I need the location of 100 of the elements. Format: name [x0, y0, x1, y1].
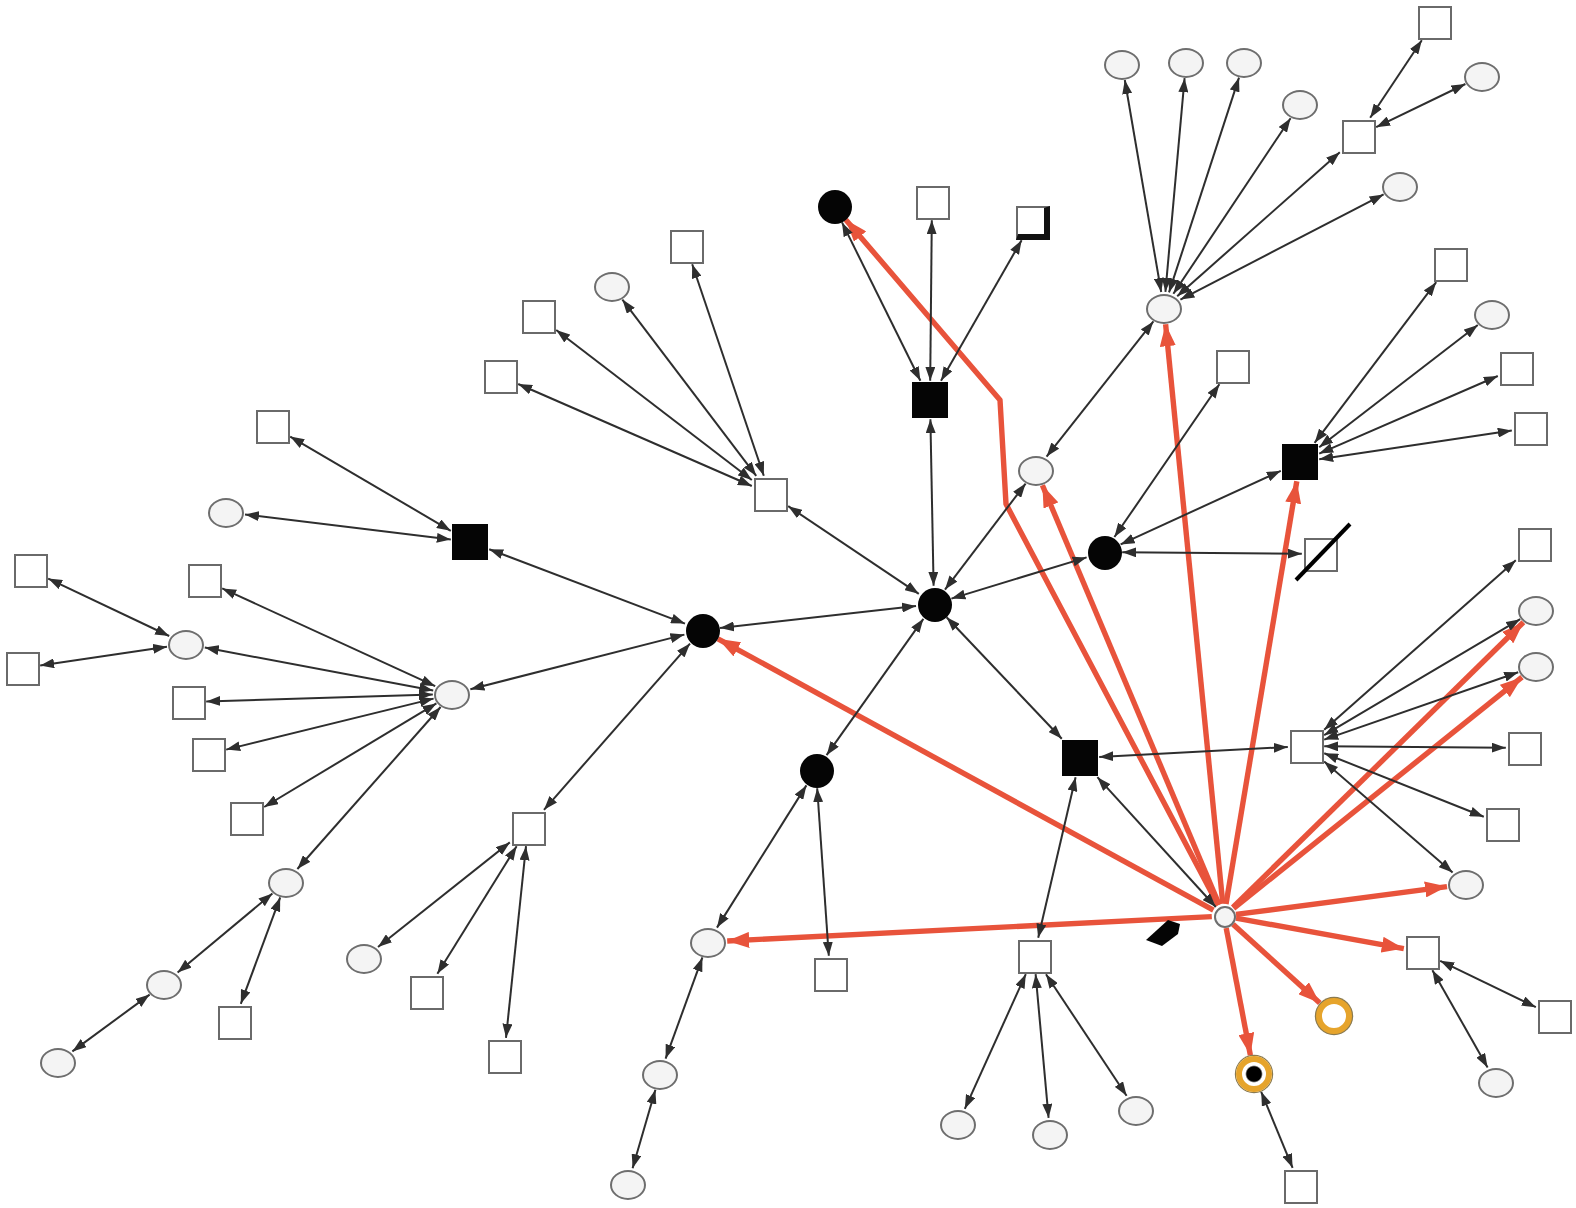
double-arrow — [1323, 671, 1520, 741]
square-node — [1405, 935, 1439, 969]
circle-node — [1118, 1095, 1154, 1125]
double-arrow — [1323, 559, 1517, 731]
square-node — [191, 737, 225, 771]
circle-node — [1226, 47, 1262, 77]
double-arrow — [1375, 83, 1467, 129]
square-node — [1537, 999, 1571, 1033]
double-arrow — [963, 973, 1027, 1110]
double-arrow — [925, 418, 939, 587]
square-node — [915, 185, 949, 219]
double-arrow — [1161, 77, 1189, 293]
square-node — [1341, 119, 1375, 153]
double-arrow — [940, 239, 1023, 382]
arrow — [1230, 620, 1526, 910]
double-arrow — [543, 642, 691, 811]
double-arrow — [47, 577, 171, 637]
circle-node — [208, 497, 244, 527]
double-arrow — [71, 993, 151, 1053]
square-node — [229, 801, 263, 835]
double-arrow — [1122, 79, 1164, 293]
circle-node — [690, 927, 726, 957]
double-arrow — [205, 690, 434, 706]
double-arrow — [716, 784, 808, 929]
double-arrow — [176, 892, 274, 974]
square-node — [1507, 731, 1541, 765]
double-arrow — [377, 841, 511, 948]
circle-node — [1282, 89, 1318, 119]
circle-node — [1518, 595, 1554, 625]
double-arrow — [436, 845, 518, 975]
double-arrow — [1323, 741, 1507, 753]
double-arrow — [244, 511, 452, 543]
filled-square-node — [912, 382, 948, 418]
ring-node — [1316, 998, 1352, 1034]
arrow — [1159, 323, 1226, 905]
circle-node — [1213, 905, 1235, 927]
filled-circle-node — [1087, 535, 1121, 569]
square-node — [1517, 527, 1551, 561]
double-arrow — [925, 219, 937, 382]
square-node — [521, 299, 555, 333]
square-node — [1017, 939, 1051, 973]
arrow — [1235, 881, 1448, 918]
circle-node — [1518, 651, 1554, 681]
double-arrow — [1172, 117, 1292, 295]
square-node — [171, 685, 205, 719]
circle-node — [168, 629, 204, 659]
square-node — [187, 563, 221, 597]
circle-node — [1032, 1119, 1068, 1149]
square-node — [487, 1039, 521, 1073]
double-arrow — [944, 482, 1027, 591]
square-node — [1433, 247, 1467, 281]
square-node — [1215, 349, 1249, 383]
filled-square-node — [1062, 740, 1098, 776]
circle-node — [642, 1059, 678, 1089]
double-arrow — [950, 556, 1088, 600]
circle-node — [268, 867, 304, 897]
double-arrow — [221, 587, 437, 688]
double-arrow — [289, 435, 452, 532]
double-arrow — [825, 617, 925, 757]
arrow — [1223, 480, 1302, 905]
square-node — [1015, 205, 1049, 239]
filled-square-node — [1282, 444, 1318, 480]
circle-node — [1474, 299, 1510, 329]
double-arrow — [1318, 427, 1513, 463]
square-node — [5, 651, 39, 685]
double-arrow — [631, 1088, 657, 1170]
square-node — [13, 553, 47, 587]
double-arrow — [1045, 320, 1155, 458]
double-arrow — [555, 329, 753, 481]
double-arrow — [945, 616, 1063, 740]
double-arrow — [1121, 547, 1303, 559]
double-arrow — [1369, 39, 1423, 119]
arrow — [1235, 915, 1405, 953]
double-arrow — [488, 548, 686, 625]
target-node — [1236, 1056, 1272, 1092]
arrow — [1223, 927, 1255, 1056]
double-arrow — [225, 697, 435, 752]
double-arrow — [469, 633, 686, 691]
double-arrow — [502, 845, 530, 1039]
circle-node — [610, 1169, 646, 1199]
double-arrow — [1323, 618, 1522, 737]
circle-node — [146, 969, 182, 999]
circle-node — [1104, 49, 1140, 79]
double-arrow — [691, 263, 765, 477]
double-arrow — [1260, 1090, 1294, 1169]
filled-circle-node — [817, 189, 851, 223]
double-arrow — [296, 706, 442, 870]
circle-node — [1382, 171, 1418, 201]
circle-node — [1168, 47, 1204, 77]
circle-node — [1464, 61, 1500, 91]
filled-circle-node — [917, 587, 951, 621]
arrow — [716, 636, 1215, 913]
square-node — [217, 1005, 251, 1039]
double-arrow — [1119, 469, 1282, 546]
filled-circle-node — [799, 753, 833, 787]
arrow — [843, 218, 1221, 907]
double-arrow — [1176, 151, 1341, 298]
double-arrow — [813, 787, 833, 957]
square-node — [813, 957, 847, 991]
square-node — [669, 229, 703, 263]
